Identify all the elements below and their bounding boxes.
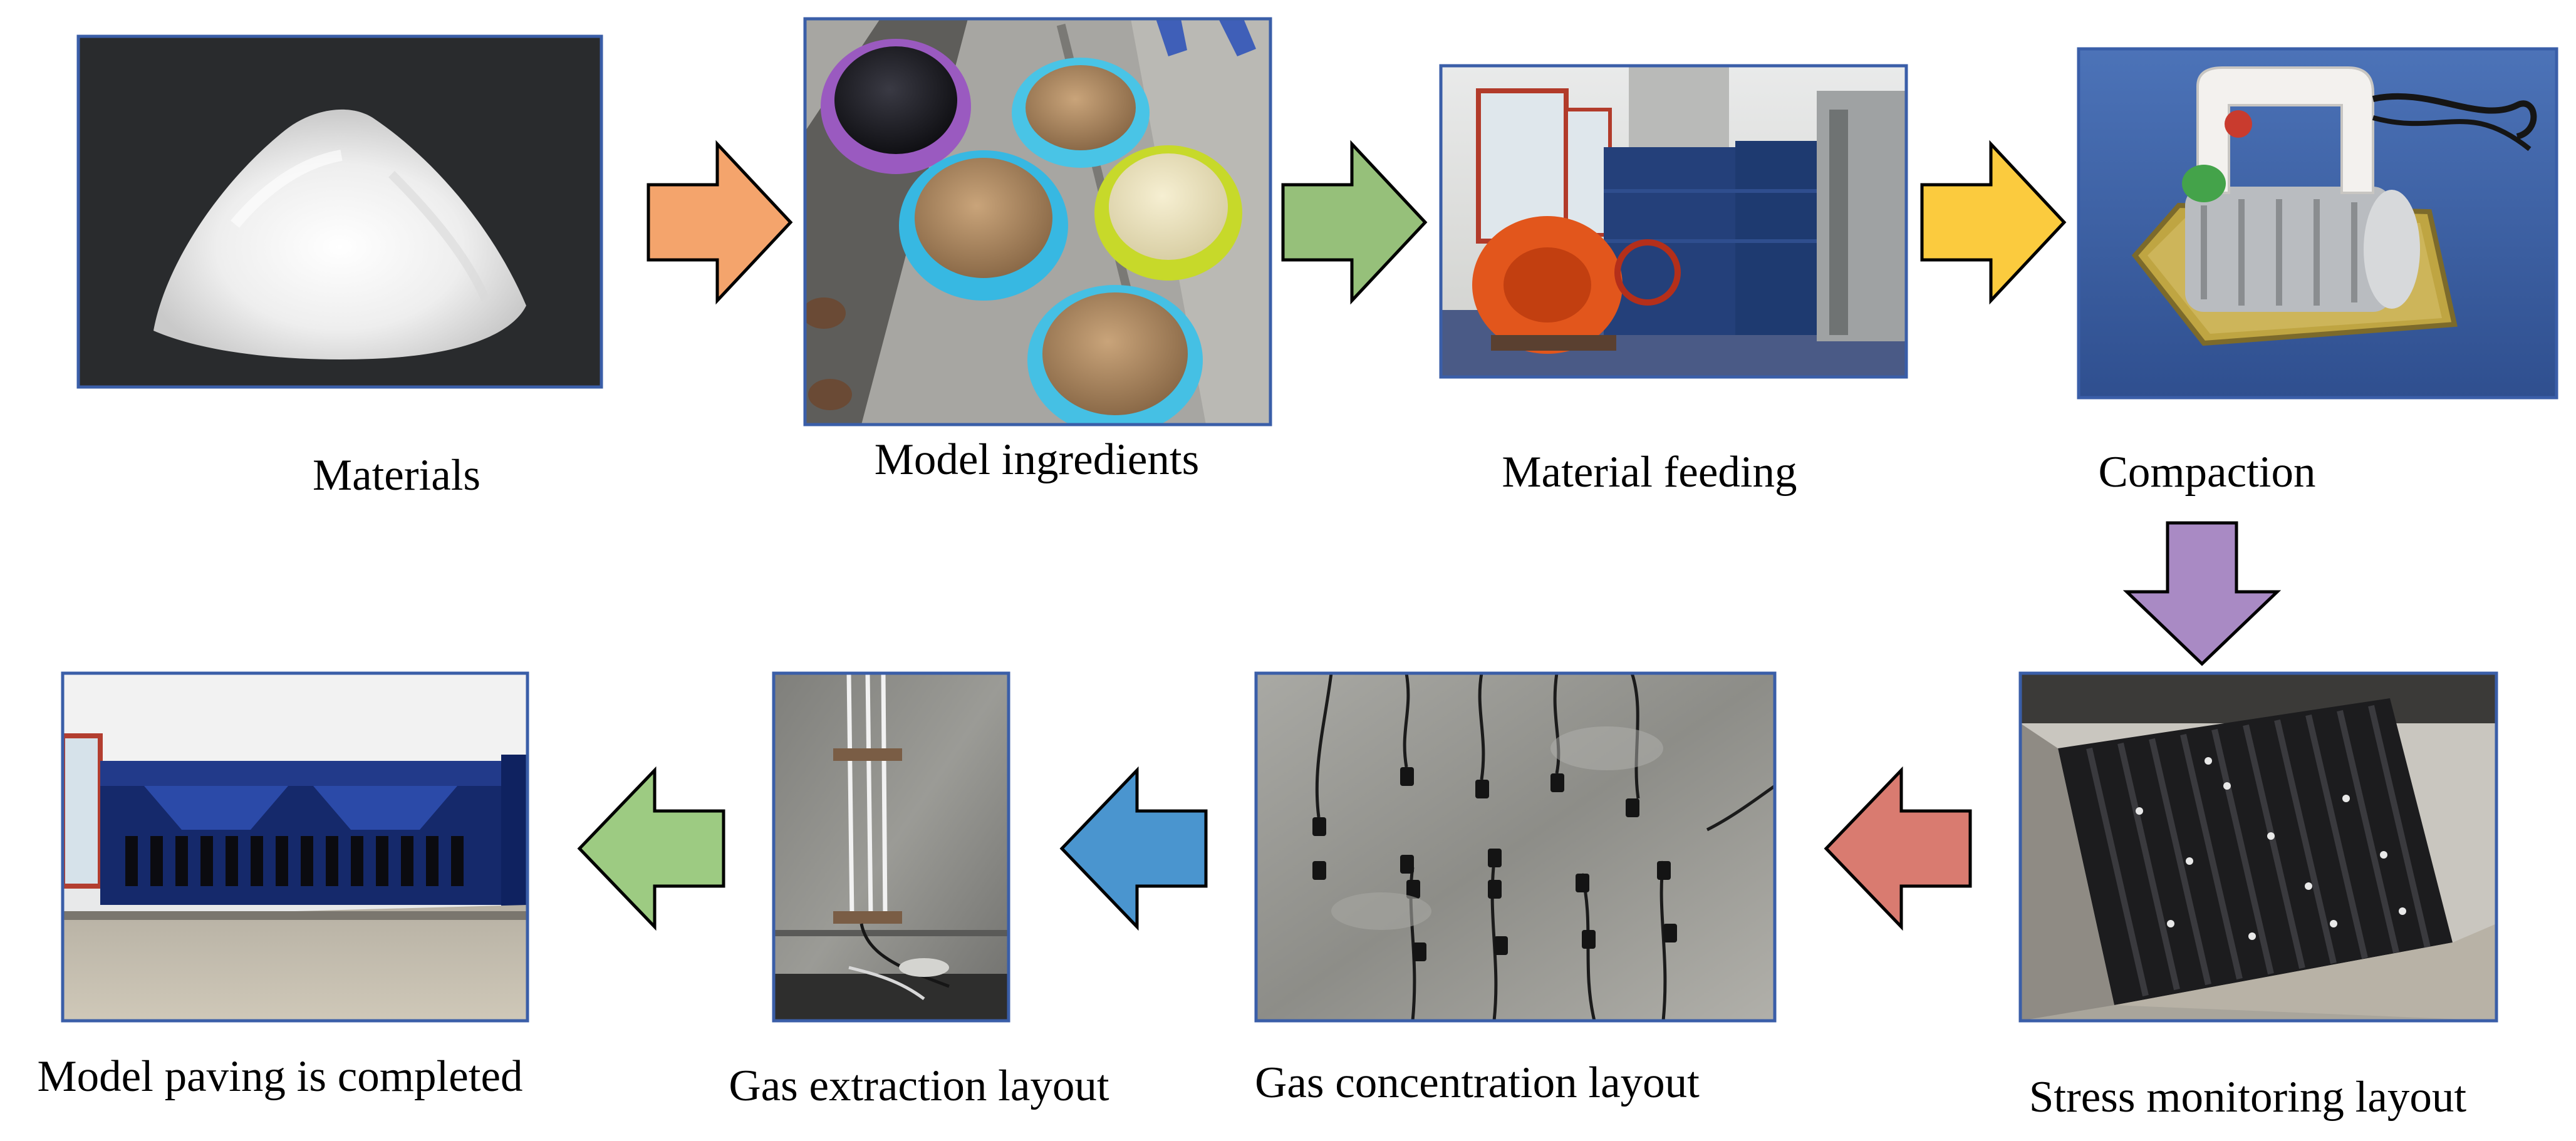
gas-extraction-photo <box>772 671 1010 1023</box>
gas-concentration-photo <box>1254 671 1777 1023</box>
arrow-left-stress-to-gas-concentration <box>1824 766 1972 931</box>
mixer-machine-photo <box>1441 66 1906 377</box>
gas-sensors-on-wall-photo <box>1256 673 1775 1021</box>
model-paving-completed-photo <box>61 671 529 1023</box>
arrow-right-materials-to-ingredients <box>647 140 793 305</box>
step-label-compaction: Compaction <box>2098 448 2315 497</box>
step-label-model-paving-completed: Model paving is completed <box>38 1052 523 1101</box>
arrow-left-extraction-to-paving-completed <box>577 766 725 931</box>
arrow-left-gas-concentration-to-extraction <box>1059 766 1208 931</box>
compaction-photo <box>2077 47 2558 400</box>
material-feeding-photo-frame <box>1439 64 1908 379</box>
arrow-down-compaction-to-stress <box>2122 521 2282 666</box>
arrow-right-feeding-to-compaction <box>1920 140 2067 305</box>
vibrating-compactor-photo <box>2079 49 2557 398</box>
completed-model-rig-photo <box>63 673 527 1021</box>
step-label-gas-concentration-layout: Gas concentration layout <box>1255 1058 1700 1107</box>
materials-photo <box>76 34 603 389</box>
step-label-stress-monitoring-layout: Stress monitoring layout <box>2029 1073 2466 1122</box>
step-label-material-feeding: Material feeding <box>1502 448 1797 497</box>
stress-sensor-strips-photo <box>2020 673 2496 1021</box>
stress-monitoring-photo <box>2018 671 2498 1023</box>
stress-monitoring-photo-frame <box>2018 671 2498 1023</box>
step-label-gas-extraction-layout: Gas extraction layout <box>729 1061 1109 1110</box>
compaction-photo-frame <box>2077 47 2558 400</box>
model-ingredients-photo <box>803 17 1272 426</box>
model-paving-completed-photo-frame <box>61 671 529 1023</box>
ingredient-basins-photo <box>805 19 1270 425</box>
gas-extraction-photo-frame <box>772 671 1010 1023</box>
white-powder-pile-photo <box>78 36 601 387</box>
arrow-right-ingredients-to-feeding <box>1281 140 1428 305</box>
extraction-pipes-photo <box>774 673 1009 1021</box>
step-label-materials: Materials <box>313 451 480 500</box>
step-label-model-ingredients: Model ingredients <box>875 435 1200 484</box>
material-feeding-photo <box>1439 64 1908 379</box>
gas-concentration-photo-frame <box>1254 671 1777 1023</box>
materials-photo-frame <box>76 34 603 389</box>
model-ingredients-photo-frame <box>803 17 1272 426</box>
